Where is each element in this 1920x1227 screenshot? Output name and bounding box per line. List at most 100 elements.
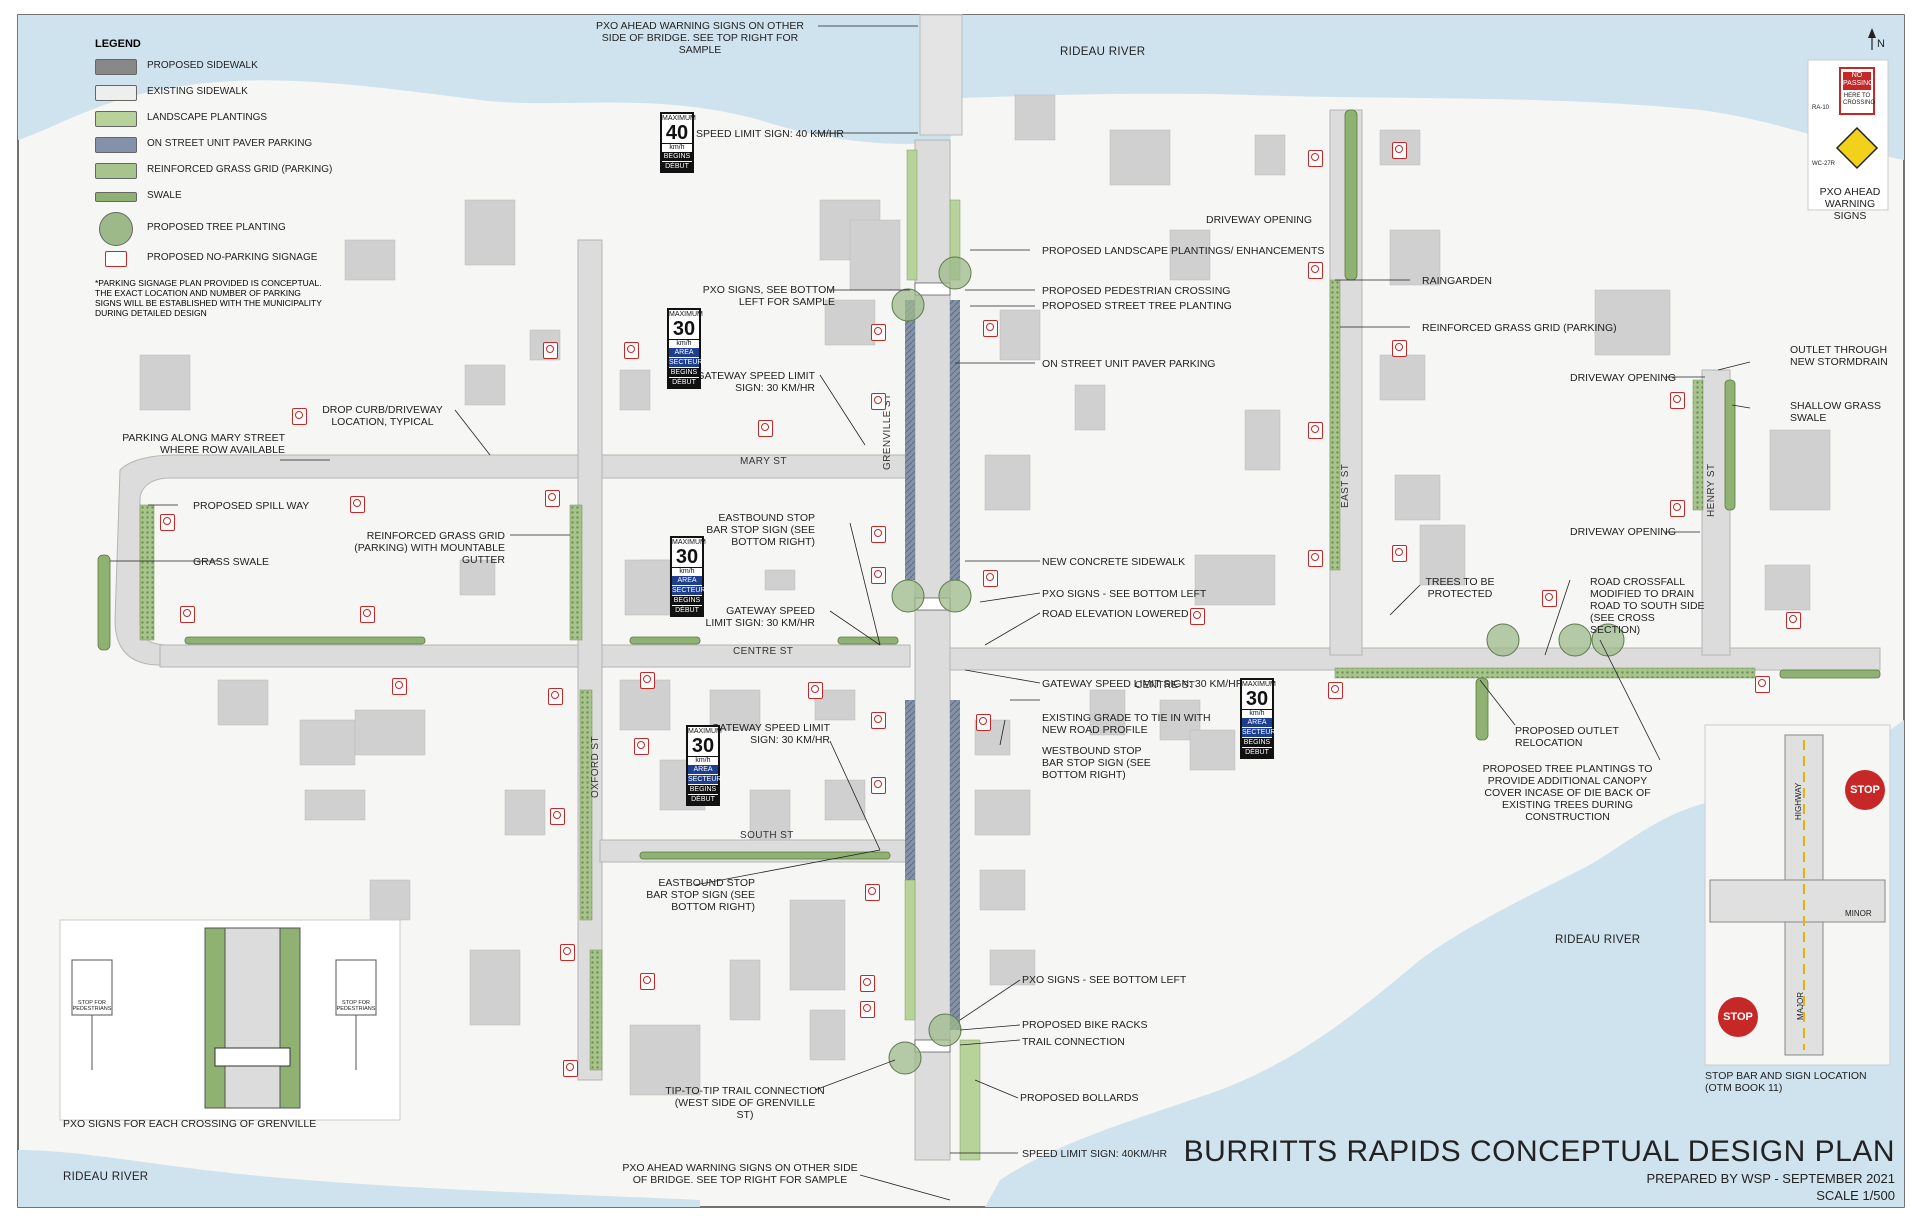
no-parking-sign: [758, 420, 773, 437]
street-south: SOUTH ST: [740, 830, 794, 841]
label-pxo-each: PXO SIGNS FOR EACH CROSSING OF GRENVILLE: [63, 1118, 317, 1130]
swale-outlet: [1475, 677, 1489, 741]
label-trees-protected: TREES TO BE PROTECTED: [1425, 576, 1495, 600]
no-parking-sign: [350, 496, 365, 513]
swale-centre-w2: [629, 636, 701, 645]
stop-sign-1: STOP: [1850, 784, 1880, 796]
no-parking-sign: [976, 714, 991, 731]
no-parking-sign: [865, 884, 880, 901]
label-road-crossfall: ROAD CROSSFALL MODIFIED TO DRAIN ROAD TO…: [1590, 576, 1705, 636]
label-spill-way: PROPOSED SPILL WAY: [193, 500, 310, 512]
speed-sign-40: MAXIMUM 40 km/h BEGINS DÉBUT: [660, 112, 696, 173]
swale-west: [97, 554, 111, 651]
inset-bl-crossing: [71, 927, 377, 1109]
minor-label: MINOR: [1845, 909, 1872, 918]
no-parking-sign: [360, 606, 375, 623]
legend-item: SWALE: [95, 186, 335, 212]
label-speed40-b: SPEED LIMIT SIGN: 40KM/HR: [1022, 1148, 1168, 1160]
no-parking-sign: [1308, 150, 1323, 167]
no-parking-sign: [1670, 392, 1685, 409]
no-parking-sign: [871, 777, 886, 794]
wc27-code: Wc-27R: [1812, 161, 1836, 167]
river-label-sw: RIDEAU RIVER: [63, 1171, 149, 1183]
grass-areas: [139, 279, 1756, 1071]
no-parking-sign: [292, 408, 307, 425]
inset-br-intersection: [1709, 734, 1886, 1056]
legend-item: ON STREET UNIT PAVER PARKING: [95, 134, 335, 160]
label-westbound: WESTBOUND STOP BAR STOP SIGN (SEE BOTTOM…: [1042, 745, 1151, 781]
plan-prepared-by: PREPARED BY WSP - SEPTEMBER 2021: [1646, 1171, 1895, 1186]
street-oxford: OXFORD ST: [590, 736, 601, 798]
label-bollards: PROPOSED BOLLARDS: [1020, 1092, 1139, 1104]
oxford-st: [577, 239, 603, 1081]
no-parking-sign: [1786, 612, 1801, 629]
north-arrow-icon: [1868, 28, 1876, 50]
grass-grid-mary-w: [139, 504, 155, 641]
label-pxo-bl-2: PXO SIGNS - SEE BOTTOM LEFT: [1022, 974, 1187, 986]
no-parking-sign: [808, 682, 823, 699]
label-new-sidewalk: NEW CONCRETE SIDEWALK: [1042, 556, 1186, 568]
ra10-code: Ra-10: [1812, 105, 1830, 111]
leader-lines: [110, 25, 1751, 1201]
paver-parking-e2: [950, 700, 960, 1030]
label-driveway3: DRIVEWAY OPENING: [1570, 526, 1676, 538]
street-east: EAST ST: [1340, 463, 1351, 508]
legend-item: LANDSCAPE PLANTINGS: [95, 108, 335, 134]
label-outlet: OUTLET THROUGH NEW STORMDRAIN: [1790, 344, 1888, 368]
label-pxo-signs-sample: PXO SIGNS, SEE BOTTOM LEFT FOR SAMPLE: [702, 284, 835, 308]
street-mary: MARY ST: [740, 456, 787, 467]
no-parking-sign: [640, 973, 655, 990]
buildings: [139, 94, 1831, 1096]
swale-centre-w: [184, 636, 426, 645]
plan-title: BURRITTS RAPIDS CONCEPTUAL DESIGN PLAN: [1183, 1135, 1895, 1168]
no-parking-sign: [1755, 676, 1770, 693]
label-street-tree: PROPOSED STREET TREE PLANTING: [1042, 300, 1232, 312]
no-parking-sign: [392, 678, 407, 695]
legend-item: PROPOSED SIDEWALK: [95, 56, 335, 82]
plan-scale: SCALE 1/500: [1816, 1188, 1895, 1203]
paver-parking-w: [905, 300, 915, 580]
speed-sign-30-b: MAXIMUM 30 km/h AREA SECTEUR BEGINS DÉBU…: [670, 536, 706, 617]
stop-for-ped-l: STOP FOR PEDESTRIANS: [72, 1000, 112, 1012]
speed-sign-30-c: MAXIMUM 30 km/h AREA SECTEUR BEGINS DÉBU…: [686, 725, 722, 806]
grass-grid-oxford: [579, 689, 593, 921]
no-parking-sign: [860, 975, 875, 992]
no-parking-sign: [1392, 545, 1407, 562]
no-parking-sign: [871, 567, 886, 584]
legend: LEGEND PROPOSED SIDEWALK EXISTING SIDEWA…: [95, 38, 335, 318]
no-parking-sign: [1392, 340, 1407, 357]
label-shallow-swale: SHALLOW GRASS SWALE: [1790, 400, 1882, 424]
bridge-north: [919, 14, 963, 136]
label-driveway1: DRIVEWAY OPENING: [1206, 214, 1312, 226]
label-gateway-30-a: GATEWAY SPEED LIMIT SIGN: 30 KM/HR: [696, 370, 815, 394]
label-gateway-30-b: GATEWAY SPEED LIMIT SIGN: 30 KM/HR: [705, 605, 816, 629]
swale-south: [639, 851, 891, 860]
grass-grid-henry: [1692, 379, 1704, 511]
label-pxo-top: PXO AHEAD WARNING SIGNS ON OTHER SIDE OF…: [596, 20, 804, 56]
stop-sign-2: STOP: [1723, 1011, 1753, 1023]
legend-title: LEGEND: [95, 38, 141, 50]
label-eastbound-1: EASTBOUND STOP BAR STOP SIGN (SEE BOTTOM…: [706, 512, 815, 548]
no-parking-sign: [871, 526, 886, 543]
legend-item: REINFORCED GRASS GRID (PARKING): [95, 160, 335, 186]
label-grass-grid-w: REINFORCED GRASS GRID (PARKING) WITH MOU…: [354, 530, 505, 566]
street-centre-e: CENTRE ST: [1135, 680, 1196, 691]
no-parking-sign: [563, 1060, 578, 1077]
paver-parking-w2: [905, 700, 915, 1020]
no-parking-sign: [1308, 550, 1323, 567]
no-parking-sign: [1392, 142, 1407, 159]
legend-item: PROPOSED TREE PLANTING: [95, 212, 335, 248]
speed-sign-30-d: MAXIMUM 30 km/h AREA SECTEUR BEGINS DÉBU…: [1240, 678, 1276, 759]
label-existing-grade: EXISTING GRADE TO TIE IN WITH NEW ROAD P…: [1042, 712, 1211, 736]
no-parking-sign: [1308, 422, 1323, 439]
label-pxo-ahead: PXO AHEAD WARNING SIGNS: [1819, 186, 1881, 222]
swale-east: [1344, 109, 1358, 281]
inset-tr-signs: [1835, 67, 1879, 170]
label-eastbound-2: EASTBOUND STOP BAR STOP SIGN (SEE BOTTOM…: [646, 877, 755, 913]
label-stop-bar-loc: STOP BAR AND SIGN LOCATION (OTM BOOK 11): [1705, 1070, 1867, 1094]
no-parking-sign: [860, 1001, 875, 1018]
legend-item: EXISTING SIDEWALK: [95, 82, 335, 108]
label-paver-parking: ON STREET UNIT PAVER PARKING: [1042, 358, 1216, 370]
